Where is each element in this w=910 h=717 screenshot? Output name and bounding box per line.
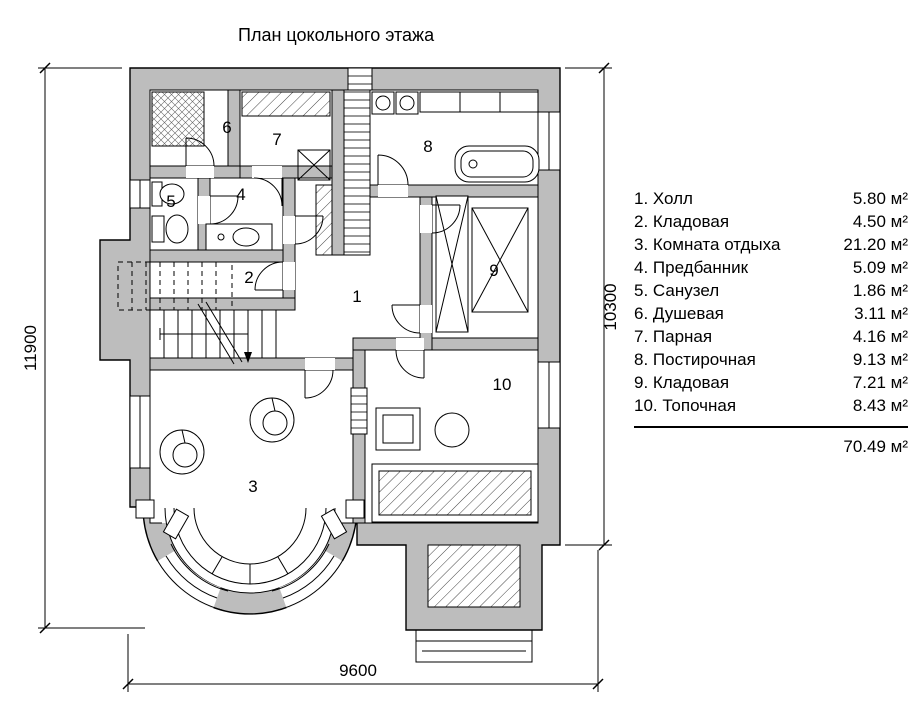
door-arc [209,195,239,225]
dimension-right-value: 10300 [601,283,620,330]
door-arc [377,154,409,186]
door-arc [294,215,324,245]
sauna-bench-icon [241,91,331,181]
page-title: План цокольного этажа [238,25,435,45]
windows [129,67,561,611]
legend-room-area: 4.50 м² [852,212,908,231]
plan-room-number-3: 3 [248,477,257,496]
plan-room-number-2: 2 [244,268,253,287]
door-arc [431,204,461,234]
bay-windows [135,499,365,611]
legend-divider [634,426,908,428]
shelving-icon [435,195,529,333]
door-arc [185,137,215,167]
window-right-room10 [537,361,561,429]
toilet-icon [151,214,189,244]
legend-room-area: 3.11 м² [854,304,908,323]
entrance-ramp [371,463,539,523]
legend-row: 3. Комната отдыха 21.20 м² [634,233,908,256]
dimension-right: 10300 [565,62,620,551]
plan-room-number-7: 7 [272,130,281,149]
legend-room-label: 9. Кладовая [634,373,730,392]
dimension-left-value: 11900 [21,325,40,371]
washing-machine-icon [371,91,419,115]
legend-room-area: 5.09 м² [852,258,908,277]
water-tank-icon [434,412,470,448]
porch [415,544,533,663]
door-arc [391,304,421,334]
legend-room-area: 4.16 м² [852,327,908,346]
window-left-room5 [129,179,151,209]
plan-room-numbers: 1 2 3 4 5 6 7 8 9 10 [166,118,511,496]
legend-room-area: 1.86 м² [852,281,908,300]
legend-row: 10. Топочная 8.43 м² [634,394,908,417]
stairs-upper-flight-dashed [117,261,233,311]
legend-total: 70.49 м² [843,437,908,456]
legend-row: 6. Душевая 3.11 м² [634,302,908,325]
plan-room-number-1: 1 [352,287,361,306]
legend-row: 1. Холл 5.80 м² [634,187,908,210]
window-left-room3 [129,395,151,469]
plan-room-number-8: 8 [423,137,432,156]
sink-icon [151,181,185,207]
legend-room-label: 10. Топочная [634,396,737,415]
legend-row: 5. Санузел 1.86 м² [634,279,908,302]
plan-room-number-4: 4 [236,185,245,204]
legend-row: 8. Постирочная 9.13 м² [634,348,908,371]
legend-row: 4. Предбанник 5.09 м² [634,256,908,279]
legend-room-area: 21.20 м² [843,235,908,254]
legend-row: 7. Парная 4.16 м² [634,325,908,348]
plan-room-number-5: 5 [166,192,175,211]
window-right-room8 [537,111,561,171]
plan-room-number-10: 10 [493,375,512,394]
vanity-icon [205,223,273,251]
dimension-bottom: 9600 [122,550,604,692]
door-arc [395,349,425,379]
legend-room-label: 2. Кладовая [634,212,730,231]
boiler-icon [375,407,421,451]
dimension-bottom-value: 9600 [339,661,377,680]
stairs [117,261,277,365]
vent-shaft-icon [315,89,371,435]
legend-room-area: 7.21 м² [852,373,908,392]
plan-room-number-6: 6 [222,118,231,137]
bathtub-icon [454,145,540,183]
counter-icon [419,91,539,113]
legend-room-label: 4. Предбанник [634,258,749,277]
dimension-left: 11900 [21,62,145,634]
legend-room-area: 8.43 м² [852,396,908,415]
legend-room-area: 9.13 м² [852,350,908,369]
door-arc [304,369,334,399]
legend-row: 9. Кладовая 7.21 м² [634,371,908,394]
door-arcs [185,137,461,399]
chimney-icon [347,67,373,91]
shower-tray-icon [151,91,205,147]
legend-row: 2. Кладовая 4.50 м² [634,210,908,233]
bay-sofa-icon [162,507,348,585]
legend-room-label: 1. Холл [634,189,693,208]
door-arc [253,177,283,207]
legend-room-label: 3. Комната отдыха [634,235,781,254]
legend-room-area: 5.80 м² [852,189,908,208]
door-arc [254,261,284,291]
stairs-arrow [159,328,252,363]
door-openings [186,166,432,370]
room-legend: 1. Холл 5.80 м² 2. Кладовая 4.50 м² 3. Ком… [634,187,908,457]
legend-room-label: 6. Душевая [634,304,724,323]
legend-room-label: 7. Парная [634,327,713,346]
armchair-icon [159,397,295,475]
plan-room-number-9: 9 [489,261,498,280]
legend-room-label: 8. Постирочная [634,350,756,369]
legend-room-label: 5. Санузел [634,281,720,300]
entrance-steps-icon [415,629,533,663]
